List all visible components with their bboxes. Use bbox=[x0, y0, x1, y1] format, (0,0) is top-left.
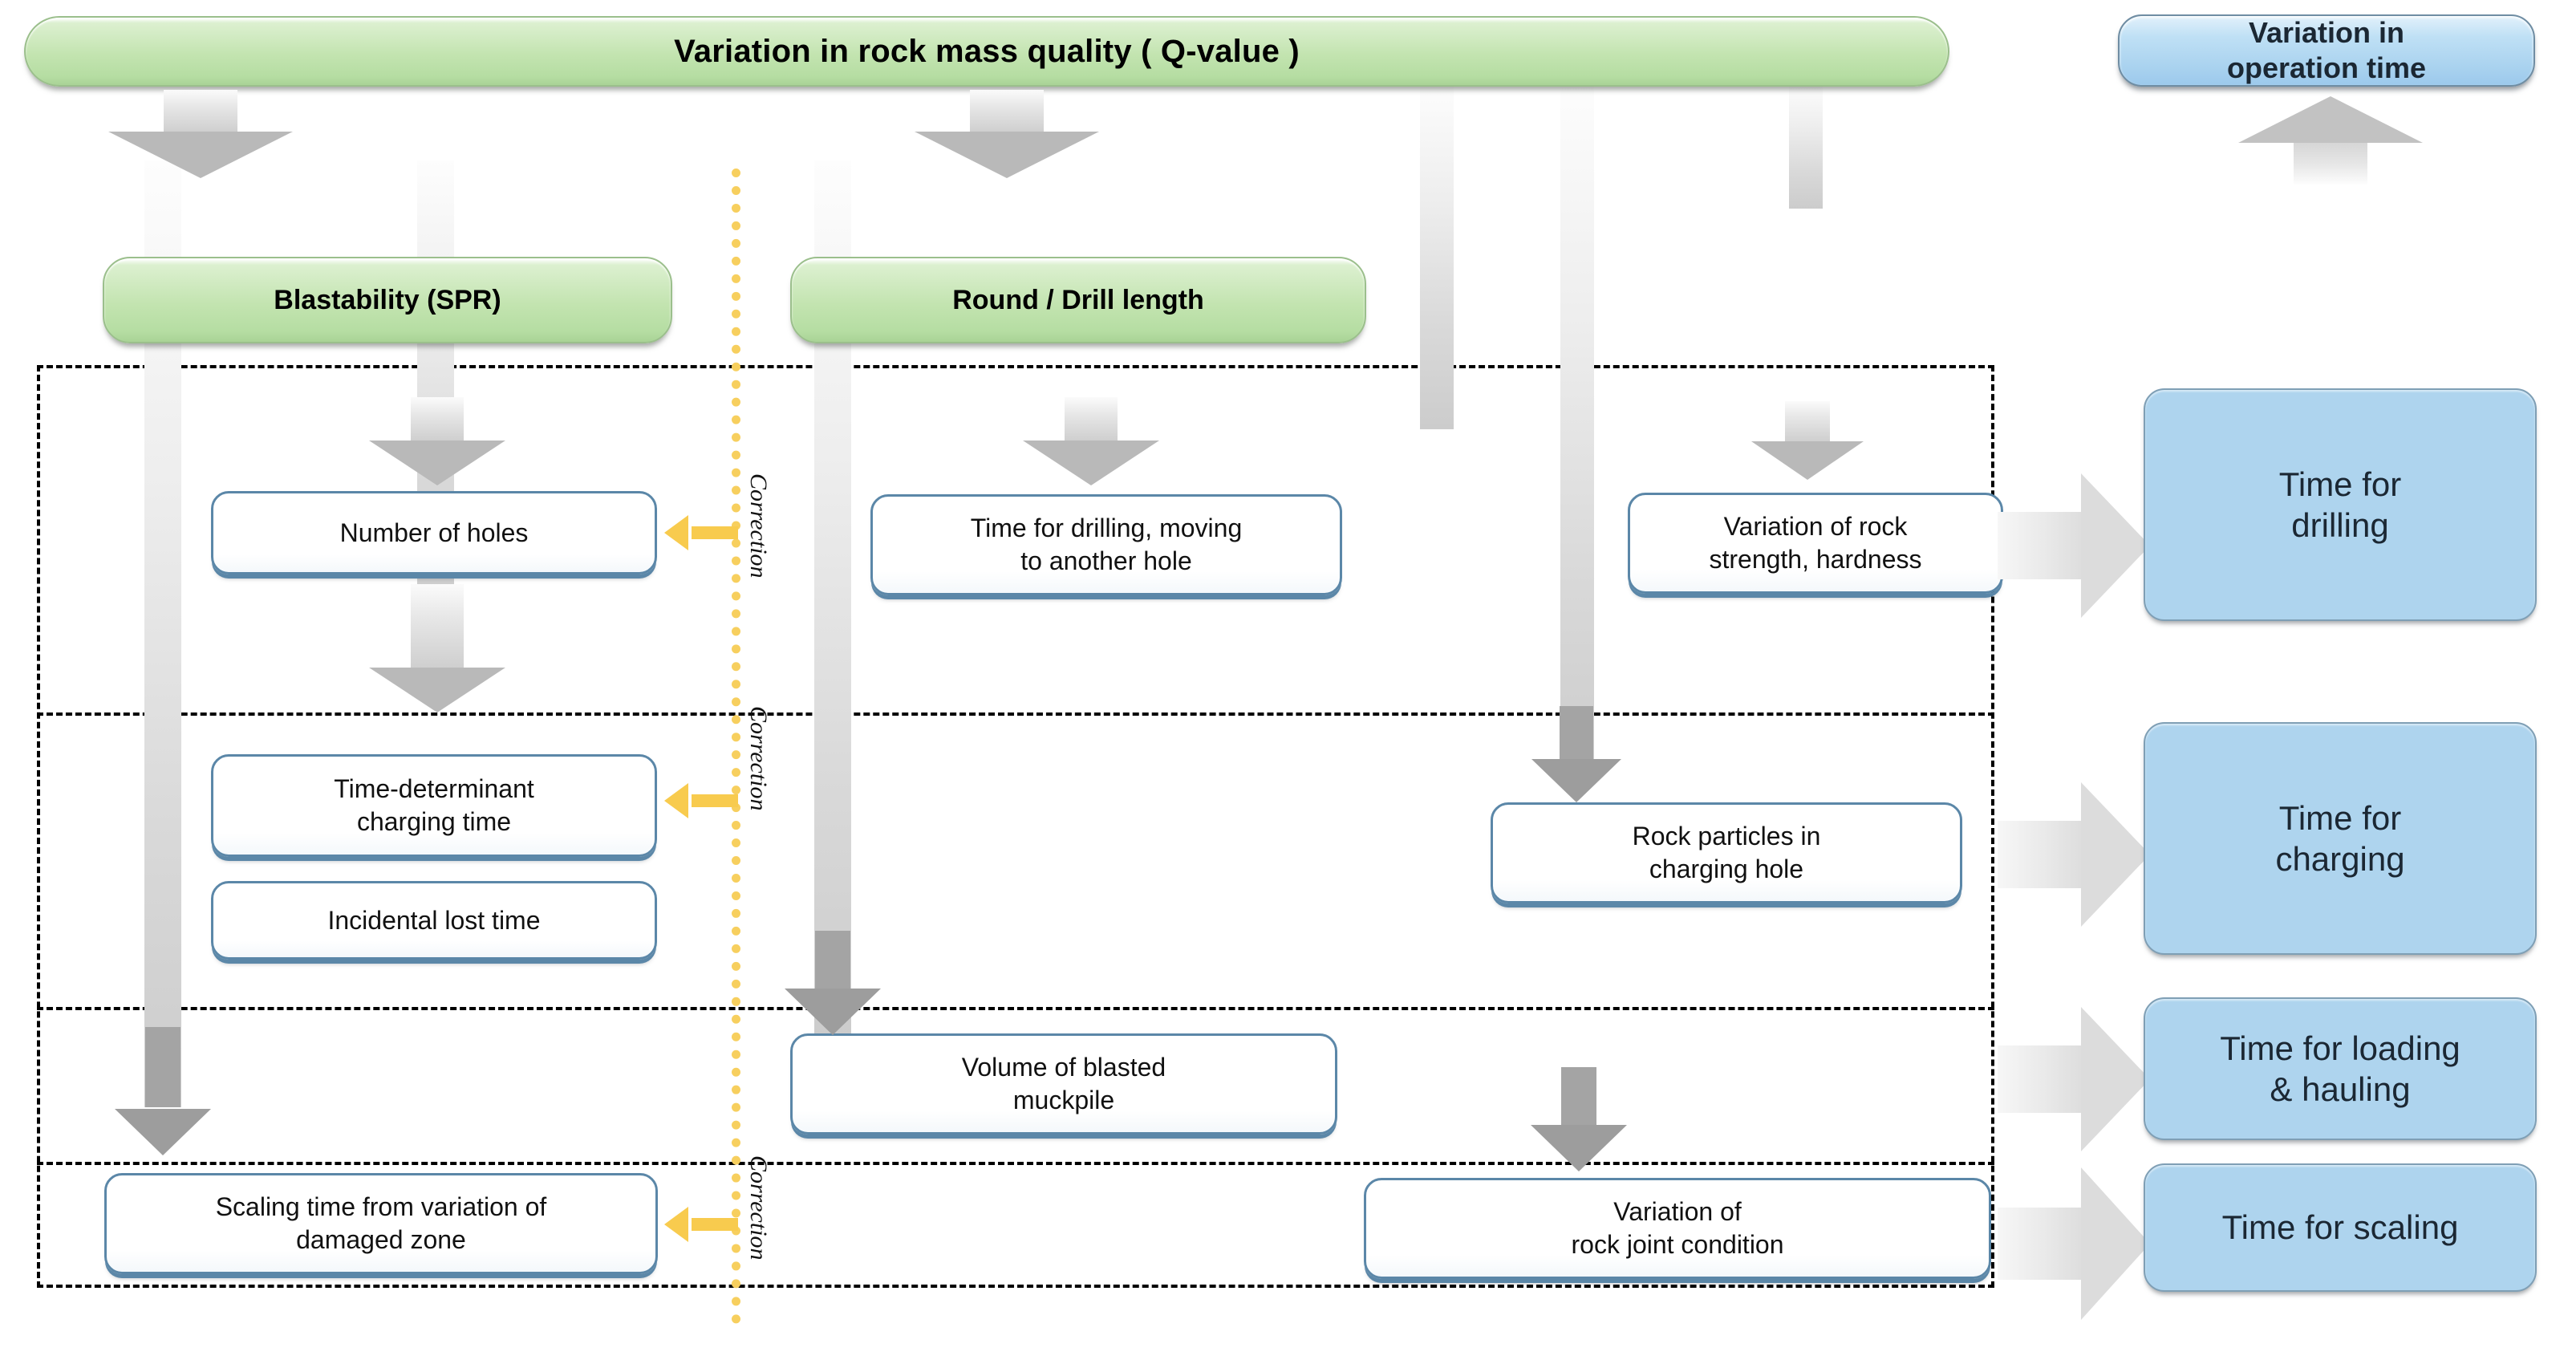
correction-arrow-tail-3 bbox=[692, 1218, 738, 1231]
down-arrow-to-rock-particles bbox=[1528, 706, 1625, 802]
dashed-row-divider-2 bbox=[37, 1007, 1994, 1010]
shaft-rock-strength-right bbox=[1789, 84, 1823, 209]
shaft-rock-joint bbox=[1560, 84, 1594, 782]
green-box-round-drill-length: Round / Drill length bbox=[790, 257, 1366, 343]
box-time-for-loading-hauling: Time for loading& hauling bbox=[2144, 997, 2537, 1140]
correction-arrow-tail-1 bbox=[692, 526, 738, 539]
box-time-for-loading-hauling-label: Time for loading& hauling bbox=[2220, 1029, 2460, 1108]
down-arrow-to-volume-of-muckpile bbox=[782, 931, 883, 1035]
box-incidental-lost-time-label: Incidental lost time bbox=[327, 905, 541, 935]
box-number-of-holes: Number of holes bbox=[211, 491, 657, 574]
down-arrow-to-blastability bbox=[108, 90, 293, 178]
correction-label-1: Correction bbox=[745, 473, 772, 579]
title-box: Variation in rock mass quality ( Q-value… bbox=[24, 16, 1949, 87]
down-arrow-to-round-drill bbox=[915, 90, 1099, 178]
up-arrow-to-outcome bbox=[2238, 96, 2423, 185]
box-incidental-lost-time: Incidental lost time bbox=[211, 881, 657, 960]
down-arrow-to-scaling-time bbox=[112, 1027, 213, 1155]
correction-arrow-head-1 bbox=[664, 515, 688, 550]
right-arrow-to-time-for-scaling bbox=[1998, 1167, 2150, 1320]
box-number-of-holes-label: Number of holes bbox=[339, 518, 529, 547]
down-arrow-to-time-for-drilling-moving bbox=[1023, 397, 1159, 485]
correction-arrow-head-3 bbox=[664, 1207, 688, 1242]
correction-arrow-tail-2 bbox=[692, 794, 738, 807]
green-box-blastability-label: Blastability (SPR) bbox=[274, 284, 501, 315]
green-box-round-drill-length-label: Round / Drill length bbox=[952, 284, 1204, 315]
shaft-rock-strength bbox=[1420, 84, 1454, 429]
down-arrow-number-of-holes-to-charging bbox=[369, 584, 505, 712]
box-time-for-scaling: Time for scaling bbox=[2144, 1163, 2537, 1292]
correction-label-2: Correction bbox=[745, 706, 772, 811]
box-time-for-scaling-label: Time for scaling bbox=[2221, 1208, 2459, 1247]
correction-arrow-head-2 bbox=[664, 783, 688, 818]
down-arrow-to-variation-of-rock-strength bbox=[1751, 401, 1864, 480]
correction-dotted-line bbox=[732, 168, 740, 1324]
right-arrow-to-time-for-loading-hauling bbox=[1998, 1007, 2150, 1151]
down-arrow-to-number-of-holes bbox=[369, 397, 505, 485]
right-arrow-to-time-for-drilling bbox=[1998, 473, 2150, 618]
correction-label-3: Correction bbox=[745, 1155, 772, 1261]
dashed-row-divider-1 bbox=[37, 712, 1994, 716]
down-arrow-to-rock-joint-condition bbox=[1528, 1067, 1629, 1171]
right-arrow-to-time-for-charging bbox=[1998, 782, 2150, 927]
green-box-blastability: Blastability (SPR) bbox=[103, 257, 672, 343]
dashed-row-divider-3 bbox=[37, 1162, 1994, 1165]
title-box-label: Variation in rock mass quality ( Q-value… bbox=[674, 33, 1300, 69]
